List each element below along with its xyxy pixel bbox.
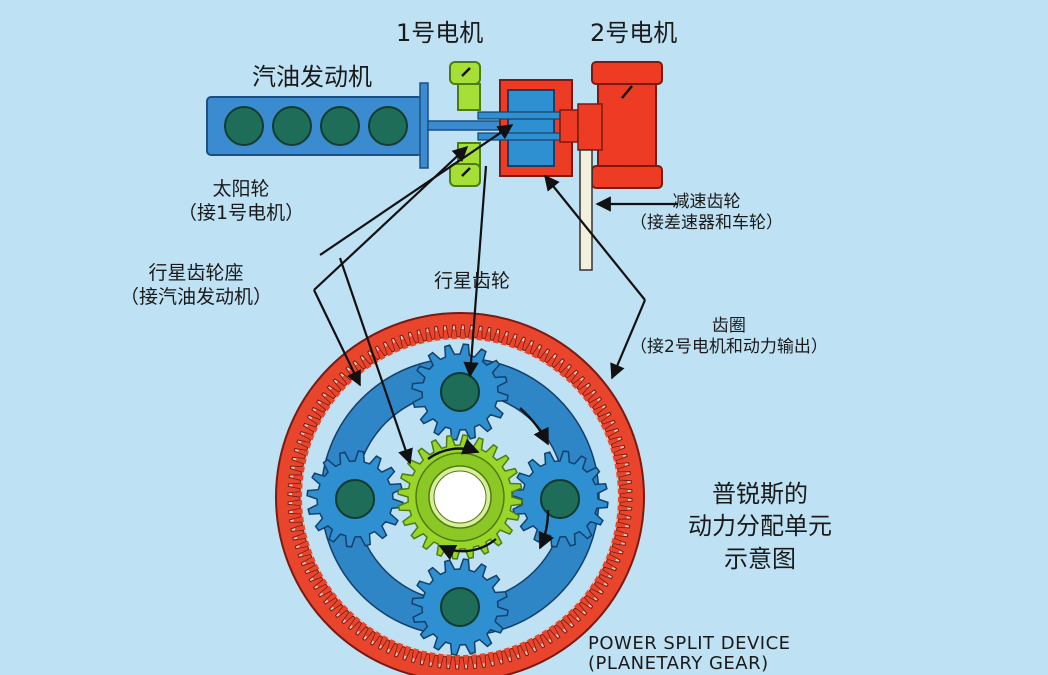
sun-gear-label: 太阳轮 （接1号电机） <box>178 178 304 226</box>
leader-arrows <box>313 124 678 465</box>
motor1-label: 1号电机 <box>396 19 484 47</box>
planet-carrier-name: 行星齿轮座 <box>148 262 244 284</box>
planet-gear-label: 行星齿轮 <box>434 270 511 292</box>
engine-label: 汽油发动机 <box>252 63 372 91</box>
title-en-line2: (PLANETARY GEAR) <box>588 652 769 674</box>
planetary-block <box>477 79 579 177</box>
ring-gear-note: （接2号电机和动力输出） <box>630 337 828 358</box>
title-cn-line3: 示意图 <box>724 544 796 573</box>
ring-gear-name: 齿圈 <box>711 316 746 336</box>
planet-carrier-label: 行星齿轮座 （接汽油发动机） <box>120 262 272 310</box>
engine-cylinder <box>368 106 408 146</box>
motor2-label: 2号电机 <box>590 19 678 47</box>
planet-gear-hub <box>540 479 580 519</box>
reduction-gear-note: （接差速器和车轮） <box>630 213 783 234</box>
reduction-gear-label: 减速齿轮 （接差速器和车轮） <box>630 192 783 235</box>
rotation-arrow-sun-bottom <box>438 538 497 561</box>
ring-arrow-bottom <box>610 299 647 380</box>
reduction-gear-name: 减速齿轮 <box>672 192 741 212</box>
carrier-arrow-top <box>313 145 469 291</box>
title-cn-line2: 动力分配单元 <box>688 512 832 541</box>
reduction-gear <box>579 149 593 271</box>
sun-gear-note: （接1号电机） <box>178 201 305 224</box>
planet-gear-hub <box>440 587 480 627</box>
sun-gear-hole <box>433 470 487 524</box>
motor2 <box>577 61 663 189</box>
planet-carrier-note: （接汽油发动机） <box>120 285 273 308</box>
sun-arrow-top <box>319 124 514 256</box>
rotation-arrow-carrier <box>519 407 550 446</box>
rotation-arrow-planet <box>538 509 554 550</box>
title-en: POWER SPLIT DEVICE (PLANETARY GEAR) <box>588 634 791 674</box>
engine <box>206 96 423 156</box>
planetary-gear-set <box>275 312 645 675</box>
ring-arrow-top <box>544 174 646 301</box>
engine-cylinder <box>224 106 264 146</box>
planet-gear-hub <box>440 372 480 412</box>
title-cn-line1: 普锐斯的 <box>712 480 808 508</box>
title-en-line1: POWER SPLIT DEVICE <box>588 633 791 654</box>
carrier-arrow-bottom <box>313 289 361 387</box>
ring-gear-label: 齿圈 （接2号电机和动力输出） <box>630 316 828 359</box>
sun-arrow-bottom <box>338 257 413 465</box>
title-cn: 普锐斯的 动力分配单元 示意图 <box>688 478 832 575</box>
sun-gear-name: 太阳轮 <box>212 178 270 200</box>
planet-arrow <box>463 165 488 378</box>
planet-gear-hub <box>335 479 375 519</box>
rotation-arrow-sun-top <box>427 438 480 460</box>
engine-cylinder <box>320 106 360 146</box>
engine-cylinder <box>272 106 312 146</box>
